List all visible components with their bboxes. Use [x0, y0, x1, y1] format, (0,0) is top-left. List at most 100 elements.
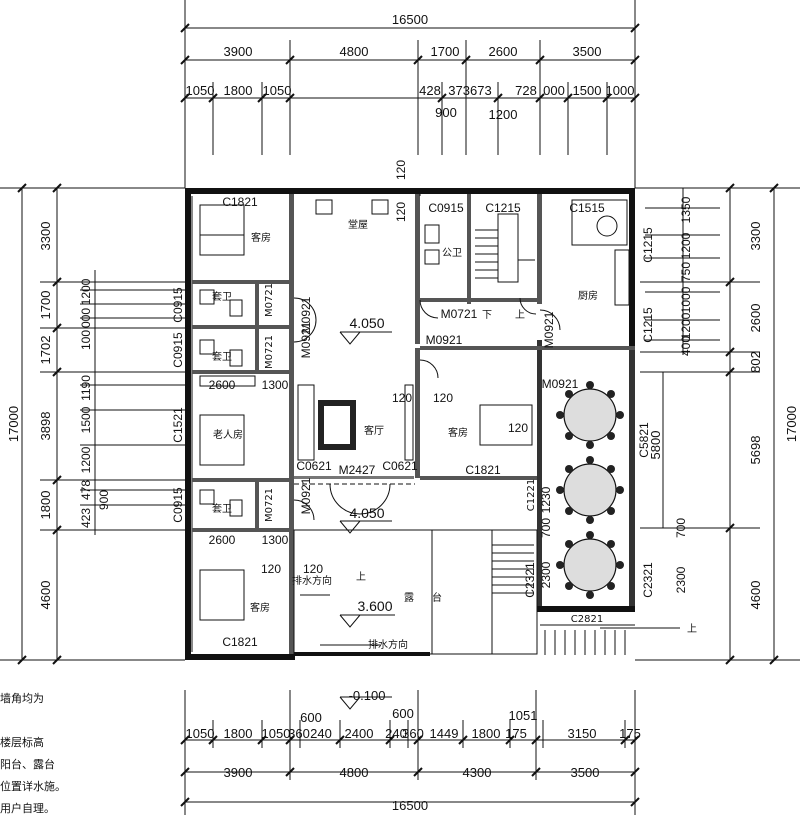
- door-label: M0921: [299, 296, 313, 333]
- level-mark: 3.600: [357, 598, 392, 614]
- left-dim: 3898: [38, 412, 53, 441]
- design-notes: 墙角均为 楼层标高 阳台、露台 位置详水施。 用户自理。: [0, 688, 62, 815]
- top-dim2: 1000: [606, 83, 635, 98]
- bottom-dim: 1050: [262, 726, 291, 741]
- right-dim: 3300: [748, 222, 763, 251]
- right-inner-dim: 750: [679, 262, 693, 282]
- window-label: C0915: [171, 332, 185, 368]
- window-label: C1221: [526, 479, 537, 511]
- dim-120: 120: [433, 391, 453, 405]
- dim-1230: 1230: [539, 486, 553, 513]
- left-inner-dim: 1200: [79, 278, 93, 305]
- room-label-elder: 老人房: [213, 428, 243, 441]
- window-label: C1215: [485, 201, 521, 215]
- door-label: M2427: [339, 463, 376, 477]
- left-overall-dim: 17000: [6, 406, 21, 442]
- bottom-dim: 175: [505, 726, 527, 741]
- left-dim: 1700: [38, 291, 53, 320]
- dim-120: 120: [394, 160, 408, 180]
- window-label: C1215: [641, 307, 655, 343]
- room-label-ensuite: 套卫: [212, 350, 232, 363]
- door-label: M0721: [264, 488, 275, 522]
- door-label: M0921: [426, 333, 463, 347]
- note-line: [0, 710, 62, 732]
- stair-up-label: 上: [356, 571, 366, 583]
- right-overall-dim: 17000: [784, 406, 799, 442]
- window-label: C1821: [465, 463, 501, 477]
- bottom-mini-dim: 600: [392, 706, 414, 721]
- dim-1300: 1300: [262, 533, 289, 547]
- dim-120: 120: [261, 562, 281, 576]
- right-inner-dim: 1000: [679, 286, 693, 313]
- right-dim: 5698: [748, 436, 763, 465]
- top-dim2: 373673: [448, 83, 491, 98]
- window-label: C5821: [637, 422, 651, 458]
- door-label: M0921: [542, 377, 579, 391]
- window-label: C2321: [641, 562, 655, 598]
- room-label-kitchen: 厨房: [578, 289, 598, 302]
- note-line: 位置详水施。: [0, 780, 62, 793]
- room-label-terrace: 台: [432, 591, 442, 604]
- right-inner-dim: 1200: [679, 232, 693, 259]
- ground-elevation: -0.100: [349, 688, 386, 703]
- drain-direction: 排水方向: [292, 574, 332, 587]
- top-dim2: 1050: [186, 83, 215, 98]
- window-label: C2321: [523, 562, 537, 598]
- room-label-guest: 客房: [448, 426, 468, 439]
- bottom-dim: 240: [310, 726, 332, 741]
- bottom-mini-dim: 1051: [509, 708, 538, 723]
- top-dim3: 1200: [489, 107, 518, 122]
- left-inner-dim: 900: [97, 490, 111, 510]
- right-inner-dim: 1200: [679, 312, 693, 339]
- window-label: C1215: [641, 227, 655, 263]
- door-label: M0921: [299, 321, 313, 358]
- room-label-terrace: 露: [404, 592, 414, 604]
- window-label: C1821: [222, 195, 258, 209]
- bottom-dim2: 3500: [571, 765, 600, 780]
- bottom-overall-dim: 16500: [392, 798, 428, 813]
- dim-120: 120: [303, 562, 323, 576]
- left-dim: 4600: [38, 581, 53, 610]
- door-label: M0721: [264, 335, 275, 369]
- bottom-dim: 360: [402, 726, 424, 741]
- walls: [185, 188, 680, 710]
- bottom-dim: 1800: [472, 726, 501, 741]
- dim-2600: 2600: [209, 533, 236, 547]
- left-inner-dim: 423: [79, 508, 93, 528]
- dim-2600: 2600: [209, 378, 236, 392]
- note-line: 阳台、露台: [0, 758, 55, 771]
- room-label-bath: 公卫: [442, 248, 462, 259]
- top-dim: 3900: [224, 44, 253, 59]
- right-dim: 2600: [748, 304, 763, 333]
- bottom-mini-dim: 600: [300, 710, 322, 725]
- left-inner-dim: 1200: [79, 446, 93, 473]
- top-dim2: 728: [515, 83, 537, 98]
- bottom-dim2: 4800: [340, 765, 369, 780]
- stair-down-label: 下: [482, 310, 492, 321]
- stair-up-label: 上: [515, 309, 525, 321]
- right-mid-dim: 5800: [648, 431, 663, 460]
- bottom-dim: 1800: [224, 726, 253, 741]
- door-label: C0621: [382, 459, 418, 473]
- dim-2300: 2300: [539, 561, 553, 588]
- left-inner-dim: 1500: [79, 406, 93, 433]
- top-overall-dim: 16500: [392, 12, 428, 27]
- dim-700: 700: [539, 518, 553, 538]
- dim-120: 120: [508, 421, 528, 435]
- left-dim: 1702: [38, 336, 53, 365]
- room-label-guest: 客房: [251, 231, 271, 244]
- bottom-dim: 1050: [186, 726, 215, 741]
- door-label: C0621: [296, 459, 332, 473]
- bottom-dim: 1449: [430, 726, 459, 741]
- dim-2300: 2300: [674, 566, 688, 593]
- top-dim: 1700: [431, 44, 460, 59]
- door-label: M0921: [299, 477, 313, 514]
- top-dim2: 1500: [573, 83, 602, 98]
- left-inner-dim: 1190: [79, 375, 93, 401]
- left-inner-dim: 100: [79, 330, 93, 350]
- right-inner-dim: 400: [679, 336, 693, 356]
- level-mark: 4.050: [349, 315, 384, 331]
